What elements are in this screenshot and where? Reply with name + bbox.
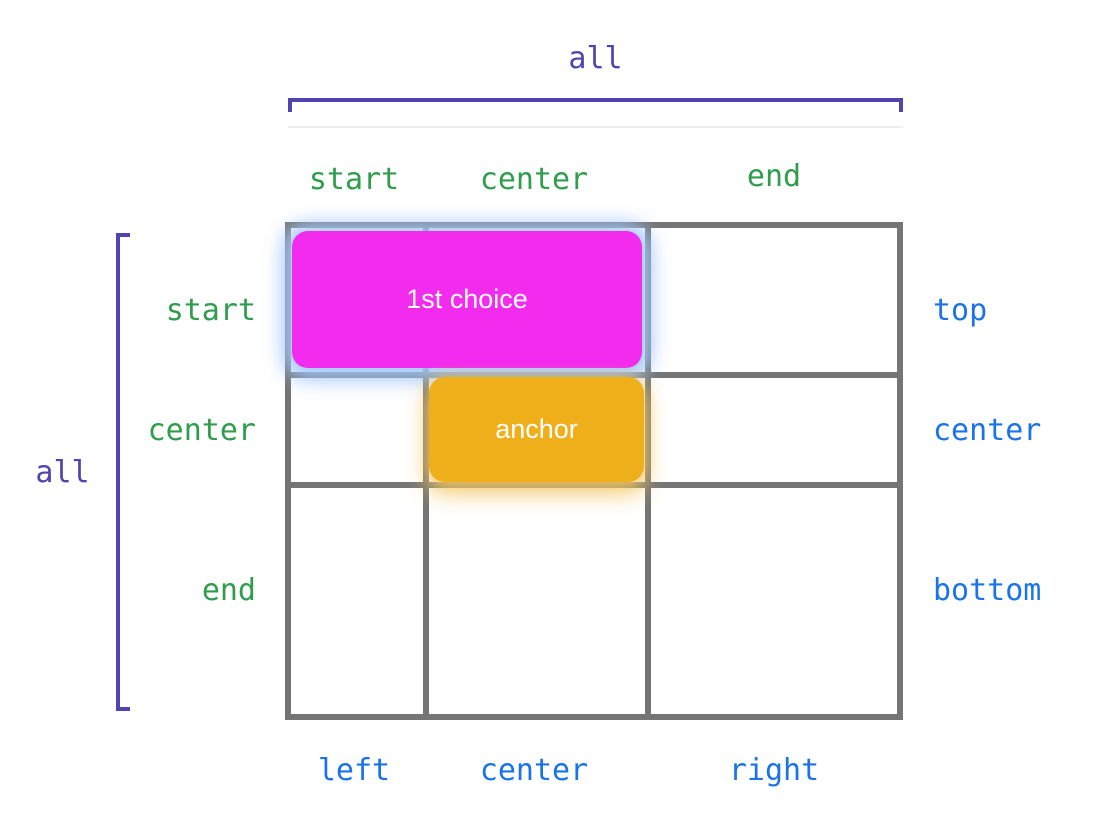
left-axis-label-center: center [147, 413, 256, 448]
grid-cell-r3c2 [429, 488, 645, 714]
right-axis-label-bottom: bottom [933, 573, 1042, 608]
grid-cell-r1c3 [651, 228, 897, 372]
left-axis-label-end: end [201, 573, 256, 608]
left-axis-label-start: start [165, 293, 256, 328]
top-axis-label-center: center [479, 162, 589, 197]
grid-cell-r3c1 [291, 488, 423, 714]
left-bracket [116, 233, 130, 711]
top-bracket [288, 98, 903, 112]
grid-cell-r3c3 [651, 488, 897, 714]
top-axis-group-label: all [568, 41, 623, 76]
first-choice-box: 1st choice [292, 231, 642, 368]
left-axis-group-label: all [35, 455, 90, 490]
top-axis-label-end: end [746, 159, 802, 194]
anchor-box: anchor [429, 377, 644, 482]
anchor-box-label: anchor [495, 414, 578, 444]
bottom-axis-label-center: center [479, 753, 589, 788]
right-axis-label-top: top [933, 293, 988, 328]
top-axis-label-start: start [308, 162, 400, 197]
bottom-axis-label-left: left [317, 753, 391, 788]
top-faint-divider [288, 126, 903, 128]
first-choice-box-label: 1st choice [406, 284, 528, 314]
bottom-axis-label-right: right [728, 753, 820, 788]
grid-cell-r2c3 [651, 378, 897, 482]
right-axis-label-center: center [933, 413, 1042, 448]
grid-cell-r2c1 [291, 378, 423, 482]
